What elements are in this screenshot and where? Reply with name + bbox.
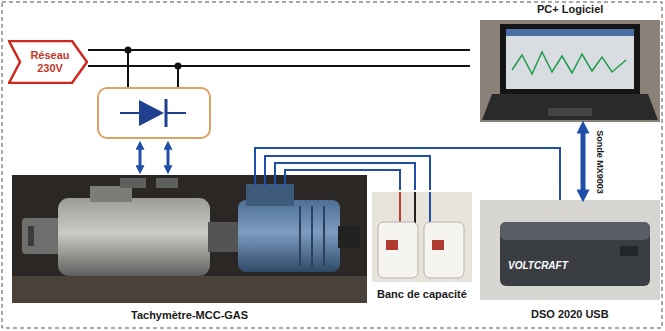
mains-line	[125, 47, 132, 54]
motor-photo	[12, 276, 367, 303]
oscilloscope-photo	[500, 222, 650, 286]
supply-arrow	[139, 148, 142, 167]
capacitor-photo	[399, 192, 401, 224]
motor-bench: Tachymètre-MCC-GAS	[12, 175, 367, 323]
laptop-photo	[480, 20, 660, 122]
laptop-photo	[482, 94, 658, 120]
motor-photo	[22, 218, 60, 254]
oscilloscope-photo	[480, 200, 660, 300]
laptop-photo	[506, 29, 634, 89]
capacitor-photo	[378, 222, 418, 278]
motor-photo	[284, 175, 286, 186]
rectifier-symbol	[120, 112, 139, 114]
motor-photo	[311, 206, 313, 266]
rectifier-symbol	[98, 88, 210, 138]
capacitor-photo	[414, 192, 416, 224]
motor-photo	[264, 175, 266, 186]
laptop-photo	[512, 52, 626, 74]
motor-photo	[12, 175, 367, 303]
laptop-photo	[500, 24, 640, 94]
capacitor-photo	[424, 222, 464, 278]
frame-border	[2, 2, 662, 328]
motor-photo	[299, 206, 301, 266]
node-label: Banc de capacité	[377, 288, 467, 300]
oscilloscope-photo	[500, 222, 650, 240]
mains-line	[88, 47, 470, 89]
capacitor-photo	[429, 192, 431, 224]
motor-photo	[208, 222, 240, 252]
mains-source: Réseau 230V	[8, 40, 88, 84]
laptop-photo	[548, 108, 592, 116]
motor-photo	[338, 226, 360, 248]
signal-wire	[265, 156, 430, 190]
rectifier-symbol	[166, 112, 186, 114]
capacitor-photo	[386, 240, 398, 250]
motor-photo	[274, 175, 276, 186]
laptop-photo	[506, 29, 634, 36]
node-label: DSO 2020 USB	[531, 308, 609, 320]
motor-photo	[28, 226, 34, 246]
mains-line	[127, 50, 129, 88]
rectifier-symbol	[98, 88, 210, 138]
motor-photo	[238, 200, 340, 272]
supply-arrow	[167, 148, 170, 167]
supply-arrow	[140, 148, 168, 167]
probe-arrow	[581, 131, 586, 192]
motor-photo	[120, 178, 146, 188]
node-label: Tachymètre-MCC-GAS	[131, 309, 248, 321]
motor-photo	[246, 184, 294, 206]
capacitor-photo	[432, 240, 444, 250]
motor-photo	[323, 206, 325, 266]
device-brand: VOLTCRAFT	[508, 260, 568, 271]
rectifier-symbol	[139, 100, 164, 126]
mains-line	[88, 65, 470, 67]
node-label: Réseau 230V	[24, 49, 76, 74]
oscilloscope: DSO 2020 USB VOLTCRAFT	[478, 200, 662, 322]
laptop-photo	[480, 20, 660, 122]
motor-photo	[12, 175, 367, 303]
node-label: PC+ Logiciel	[537, 3, 603, 15]
mains-line	[175, 63, 182, 70]
motor-photo	[254, 175, 256, 186]
computer: PC+ Logiciel	[478, 3, 662, 123]
motor-photo	[156, 178, 178, 188]
capacitor-photo	[372, 192, 472, 282]
capacitor-bank: Banc de capacité	[368, 190, 476, 302]
oscilloscope-photo	[620, 246, 638, 256]
oscilloscope-photo	[480, 200, 660, 300]
mains-line	[88, 49, 470, 51]
chevron-shape	[9, 41, 87, 83]
capacitor-photo	[372, 192, 472, 282]
signal-wire	[255, 148, 560, 200]
probe-label: Sonde MX9003	[595, 130, 605, 194]
motor-photo	[58, 198, 210, 276]
motor-photo	[90, 186, 132, 202]
